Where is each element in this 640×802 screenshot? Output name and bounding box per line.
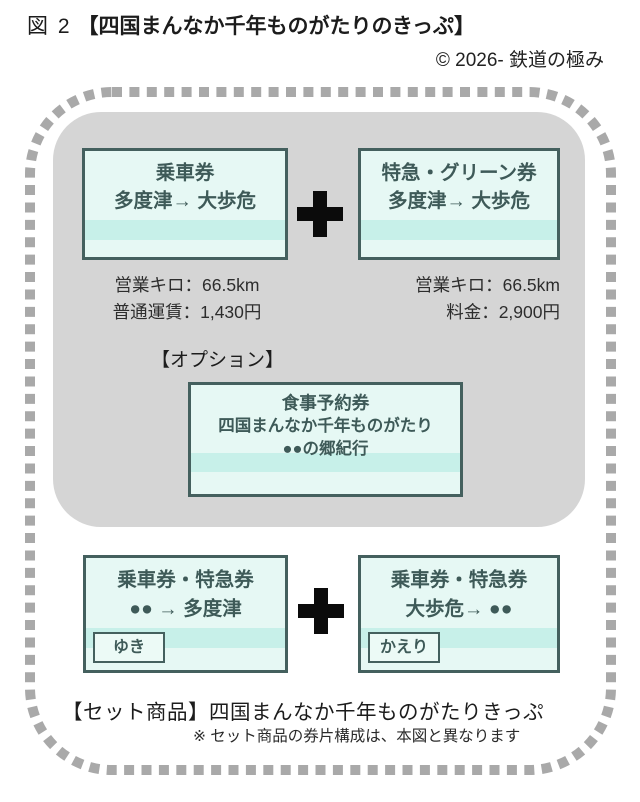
express-ticket-route: 多度津→ 大歩危	[388, 190, 530, 212]
page-title: 図 2【四国まんなか千年ものがたりのきっぷ】	[27, 10, 475, 40]
plus-icon	[297, 191, 343, 237]
fare-distance: 営業キロ：66.5km	[114, 275, 260, 295]
express-distance: 営業キロ：66.5km	[415, 275, 560, 295]
return-ticket-card: 乗車券・特急券 大歩危→ ●● かえり	[358, 555, 560, 673]
set-product-caption: 【セット商品】四国まんなか千年ものがたりきっぷ	[62, 695, 544, 725]
return-direction-tag: かえり	[368, 632, 440, 663]
option-ticket-line3: ●●の郷紀行	[282, 440, 369, 458]
express-price: 料金：2,900円	[446, 302, 560, 322]
figure-number-label: 図 2	[27, 15, 72, 38]
express-details: 営業キロ：66.5km 料金：2,900円	[350, 272, 560, 326]
plus-icon	[298, 588, 344, 634]
outbound-ticket-route: ●● → 多度津	[129, 598, 242, 620]
outbound-direction-tag: ゆき	[93, 632, 165, 663]
copyright-notice: © 2026- 鉄道の極み	[435, 50, 604, 71]
set-product-note: ※ セット商品の券片構成は、本図と異なります	[193, 728, 521, 745]
option-section-label: 【オプション】	[151, 350, 285, 371]
outbound-ticket-type: 乗車券・特急券	[117, 569, 254, 591]
set-product-label: 【セット商品】	[62, 701, 209, 724]
plus-vertical-bar	[313, 191, 327, 237]
express-green-ticket-card: 特急・グリーン券 多度津→ 大歩危	[358, 148, 560, 260]
fare-ticket-route: 多度津→ 大歩危	[114, 190, 256, 212]
set-product-name: 四国まんなか千年ものがたりきっぷ	[209, 701, 545, 724]
ticket-stripe	[191, 453, 460, 472]
ticket-stripe	[361, 220, 557, 240]
express-ticket-type: 特急・グリーン券	[381, 162, 537, 184]
ticket-stripe	[85, 220, 285, 240]
fare-price: 普通運賃：1,430円	[112, 302, 262, 322]
fare-ticket-type: 乗車券	[155, 162, 215, 184]
option-ticket-line2: 四国まんなか千年ものがたり	[218, 417, 433, 435]
option-ticket-type: 食事予約券	[281, 393, 370, 413]
meal-reservation-ticket-card: 食事予約券 四国まんなか千年ものがたり ●●の郷紀行	[188, 382, 463, 497]
fare-details: 営業キロ：66.5km 普通運賃：1,430円	[82, 272, 292, 326]
outbound-ticket-card: 乗車券・特急券 ●● → 多度津 ゆき	[83, 555, 288, 673]
return-ticket-route: 大歩危→ ●●	[405, 598, 513, 620]
plus-vertical-bar	[314, 588, 328, 634]
return-ticket-type: 乗車券・特急券	[390, 569, 528, 591]
fare-ticket-card: 乗車券 多度津→ 大歩危	[82, 148, 288, 260]
figure-title-text: 【四国まんなか千年ものがたりのきっぷ】	[77, 15, 476, 38]
